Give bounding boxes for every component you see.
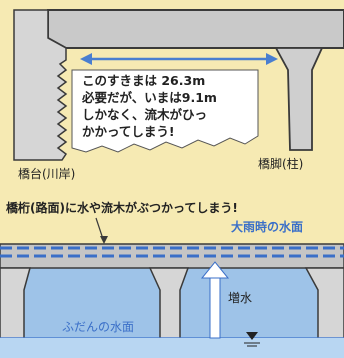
pier: [274, 47, 324, 151]
right-pier: [304, 267, 344, 358]
normal-water: [0, 338, 344, 358]
callout-line-1: このすきまは 26.3m: [82, 73, 205, 88]
middle-pier: [148, 267, 190, 358]
callout-box: [71, 69, 259, 153]
callout-line-2: 必要だが、いまは9.1m: [81, 90, 217, 105]
normal-level-label: ふだんの水面: [62, 320, 134, 334]
rise-arrow-shaft: [209, 275, 221, 339]
abutment-label: 橋台(川岸): [18, 166, 75, 181]
water-level-marker: [246, 332, 258, 340]
abutment: [13, 9, 68, 161]
gap-arrow-right-head: [266, 53, 278, 65]
gap-arrow-left-head: [80, 53, 92, 65]
bridge-girder: [47, 9, 344, 49]
headline: 橋桁(路面)に水や流木がぶつかってしまう!: [6, 200, 238, 215]
callout-line-4: かかってしまう!: [82, 124, 175, 139]
left-abutment-bottom: [0, 267, 31, 358]
flood-level-label: 大雨時の水面: [231, 219, 303, 234]
rise-label: 増水: [228, 291, 252, 305]
rise-arrow-head: [200, 261, 230, 279]
callout-line-3: しかなく、流木がひっ: [82, 107, 207, 122]
pier-label: 橋脚(柱): [258, 156, 303, 171]
headline-pointer-head: [100, 236, 108, 244]
